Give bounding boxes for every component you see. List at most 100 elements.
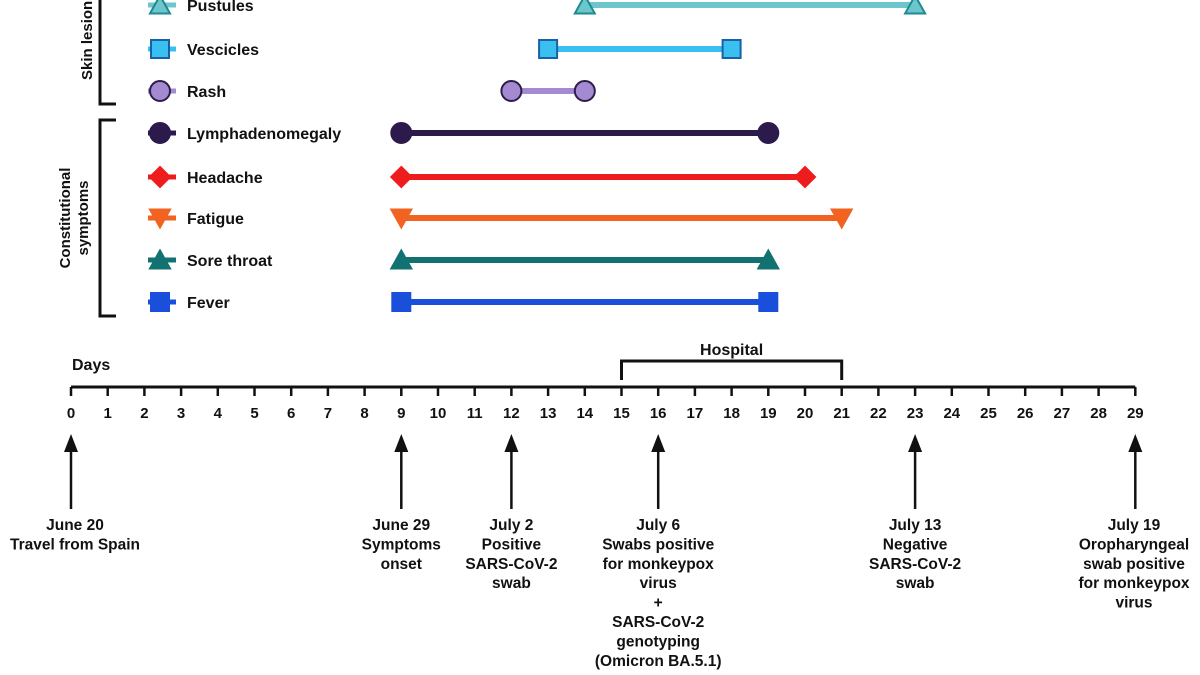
legend-marker-headache xyxy=(148,165,172,189)
axis-tick-label: 16 xyxy=(650,405,667,422)
legend-label-headache: Headache xyxy=(187,170,263,187)
event-text-line: swab positive xyxy=(1083,556,1185,573)
event-text-line: July 13 xyxy=(889,517,942,534)
axis-tick-label: 6 xyxy=(287,405,295,422)
legend-label-vescicles: Vescicles xyxy=(187,42,259,59)
bracket-constitutional xyxy=(98,118,116,318)
axis-tick-label: 12 xyxy=(503,405,520,422)
marker-start-fever xyxy=(391,292,412,312)
axis-tick-label: 0 xyxy=(67,405,75,422)
event-text-line: SARS-CoV-2 xyxy=(612,614,704,631)
axis-tick-label: 4 xyxy=(214,405,223,422)
marker-end-headache xyxy=(793,165,817,189)
row-vescicles: Vescicles xyxy=(148,39,742,59)
axis-tick-label: 19 xyxy=(760,405,777,422)
event-day-0: June 20 Travel from Spain xyxy=(10,434,140,553)
event-text-line: June 29 xyxy=(372,517,430,534)
marker-end-vescicles xyxy=(721,39,742,59)
row-sore-throat: Sore throat xyxy=(148,248,780,270)
axis-tick-label: 28 xyxy=(1090,405,1107,422)
row-headache: Headache xyxy=(148,165,817,189)
hospital-label: Hospital xyxy=(700,342,763,359)
marker-end-fatigue xyxy=(830,208,854,230)
marker-end-fever xyxy=(758,292,779,312)
axis-label: Days xyxy=(72,357,110,374)
event-text-line: July 6 xyxy=(636,517,680,534)
legend-marker-fever xyxy=(150,292,170,312)
event-arrow-head xyxy=(651,434,666,452)
legend-marker-rash xyxy=(149,80,171,102)
row-lymphadenomegaly: Lymphadenomegaly xyxy=(148,122,780,144)
event-arrow-head xyxy=(504,434,519,452)
event-text-line: (Omicron BA.5.1) xyxy=(595,653,722,670)
axis-tick-label: 25 xyxy=(980,405,997,422)
marker-start-headache xyxy=(389,165,413,189)
marker-end-rash xyxy=(573,80,596,102)
event-text-line: Swabs positive xyxy=(602,536,714,553)
event-text-line: virus xyxy=(1115,595,1152,612)
axis-tick-label: 20 xyxy=(797,405,814,422)
event-text-line: SARS-CoV-2 xyxy=(869,556,961,573)
row-fatigue: Fatigue xyxy=(148,208,854,230)
event-text-line: for monkeypox xyxy=(603,556,714,573)
axis-tick-label: 18 xyxy=(723,405,740,422)
group-label-line: symptoms xyxy=(75,180,92,255)
axis-tick-label: 22 xyxy=(870,405,887,422)
event-text-line: swab xyxy=(896,575,935,592)
axis-tick-label: 7 xyxy=(324,405,332,422)
marker-end-pustules xyxy=(903,0,927,15)
event-text: June 20 Travel from Spain xyxy=(10,517,140,553)
axis-tick-label: 1 xyxy=(104,405,112,422)
event-text-line: July 2 xyxy=(489,517,533,534)
axis-tick-label: 27 xyxy=(1054,405,1071,422)
axis-tick-label: 14 xyxy=(576,405,593,422)
legend-label-pustules: Pustules xyxy=(187,0,254,15)
event-text-line: for monkeypox xyxy=(1078,575,1189,592)
event-day-16: July 6 Swabs positive for monkeypox virus + S… xyxy=(595,434,722,675)
event-text-line: Travel from Spain xyxy=(10,536,140,553)
event-text-line: onset xyxy=(381,556,422,573)
axis-tick-label: 21 xyxy=(833,405,850,422)
hospital-bracket-line xyxy=(620,359,844,380)
row-pustules: Pustules xyxy=(148,0,927,15)
group-label-line: Constitutional xyxy=(57,168,74,269)
hospital-bracket: Hospital xyxy=(620,342,844,380)
axis-tick-label: 23 xyxy=(907,405,924,422)
event-arrow-head xyxy=(908,434,923,452)
event-arrow-head xyxy=(64,434,78,452)
marker-start-fatigue xyxy=(389,208,413,230)
axis-tick-label: 5 xyxy=(250,405,258,422)
legend-label-fever: Fever xyxy=(187,295,230,312)
event-text-line: + xyxy=(654,595,663,612)
axis-tick-label: 8 xyxy=(360,405,368,422)
event-text-line: + xyxy=(654,672,663,675)
axis-tick-label: 15 xyxy=(613,405,630,422)
event-arrow-head xyxy=(1128,434,1143,452)
legend-marker-lymphadenomegaly xyxy=(149,122,171,144)
event-arrow-head xyxy=(394,434,409,452)
event-text-line: Positive xyxy=(482,536,542,553)
marker-start-vescicles xyxy=(538,39,559,59)
event-text-line: June 20 xyxy=(46,517,104,534)
event-text: July 6 Swabs positive for monkeypox virus + S… xyxy=(595,517,722,675)
axis-tick-label: 17 xyxy=(687,405,704,422)
symptom-rows: PustulesVesciclesRashLymphadenomegalyHea… xyxy=(148,0,927,312)
legend-label-fatigue: Fatigue xyxy=(187,211,244,228)
row-fever: Fever xyxy=(148,292,779,312)
event-text-line: virus xyxy=(640,575,677,592)
marker-start-sore-throat xyxy=(389,248,413,270)
legend-marker-pustules xyxy=(148,0,172,15)
axis-tick-label: 3 xyxy=(177,405,185,422)
legend-label-sore-throat: Sore throat xyxy=(187,253,273,270)
marker-end-sore-throat xyxy=(756,248,780,270)
